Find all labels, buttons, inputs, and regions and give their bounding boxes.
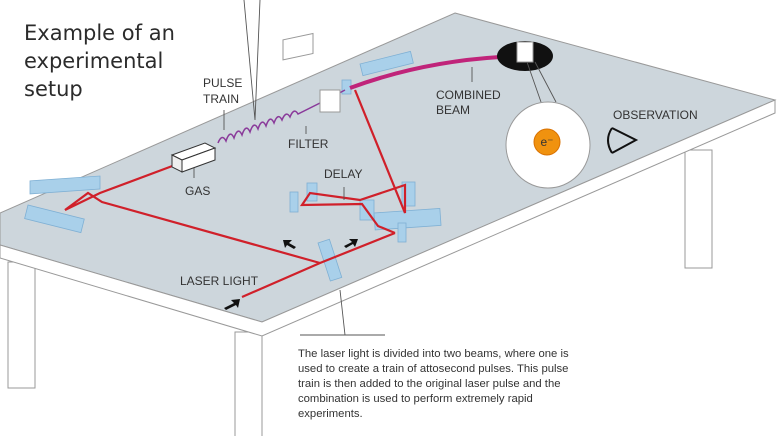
eye-icon [607, 127, 639, 154]
title-line-1: Example of an [24, 21, 175, 45]
filter [282, 32, 341, 113]
label-filter: FILTER [288, 137, 329, 151]
title-line-3: setup [24, 77, 83, 101]
label-laser-light: LASER LIGHT [180, 274, 259, 288]
laser-beams [64, 54, 521, 299]
label-pulse: PULSE [203, 76, 242, 90]
table-edge [0, 99, 776, 337]
label-gas: GAS [185, 184, 210, 198]
caption-line: used to create a train of attosecond pul… [298, 363, 568, 375]
label-delay: DELAY [324, 167, 362, 181]
caption-line: The laser light is divided into two beam… [298, 348, 569, 360]
caption: The laser light is divided into two beam… [298, 348, 569, 420]
caption-line: combination is used to perform extremely… [298, 393, 533, 405]
pulse-train-wave [217, 89, 346, 144]
title-line-2: experimental [24, 49, 163, 73]
caption-line: train is then added to the original lase… [298, 378, 561, 390]
label-train: TRAIN [203, 92, 239, 106]
label-beam: BEAM [436, 103, 470, 117]
electron-label: e⁻ [540, 135, 553, 149]
pulse-train-leader [243, 0, 261, 121]
gas-cell [170, 142, 217, 173]
table-legs [7, 149, 713, 436]
arrow-icons [224, 239, 358, 310]
label-combined: COMBINED [436, 88, 501, 102]
electron [533, 128, 561, 156]
target-cube [516, 41, 534, 63]
caption-line: experiments. [298, 408, 363, 420]
label-observation: OBSERVATION [613, 108, 698, 122]
